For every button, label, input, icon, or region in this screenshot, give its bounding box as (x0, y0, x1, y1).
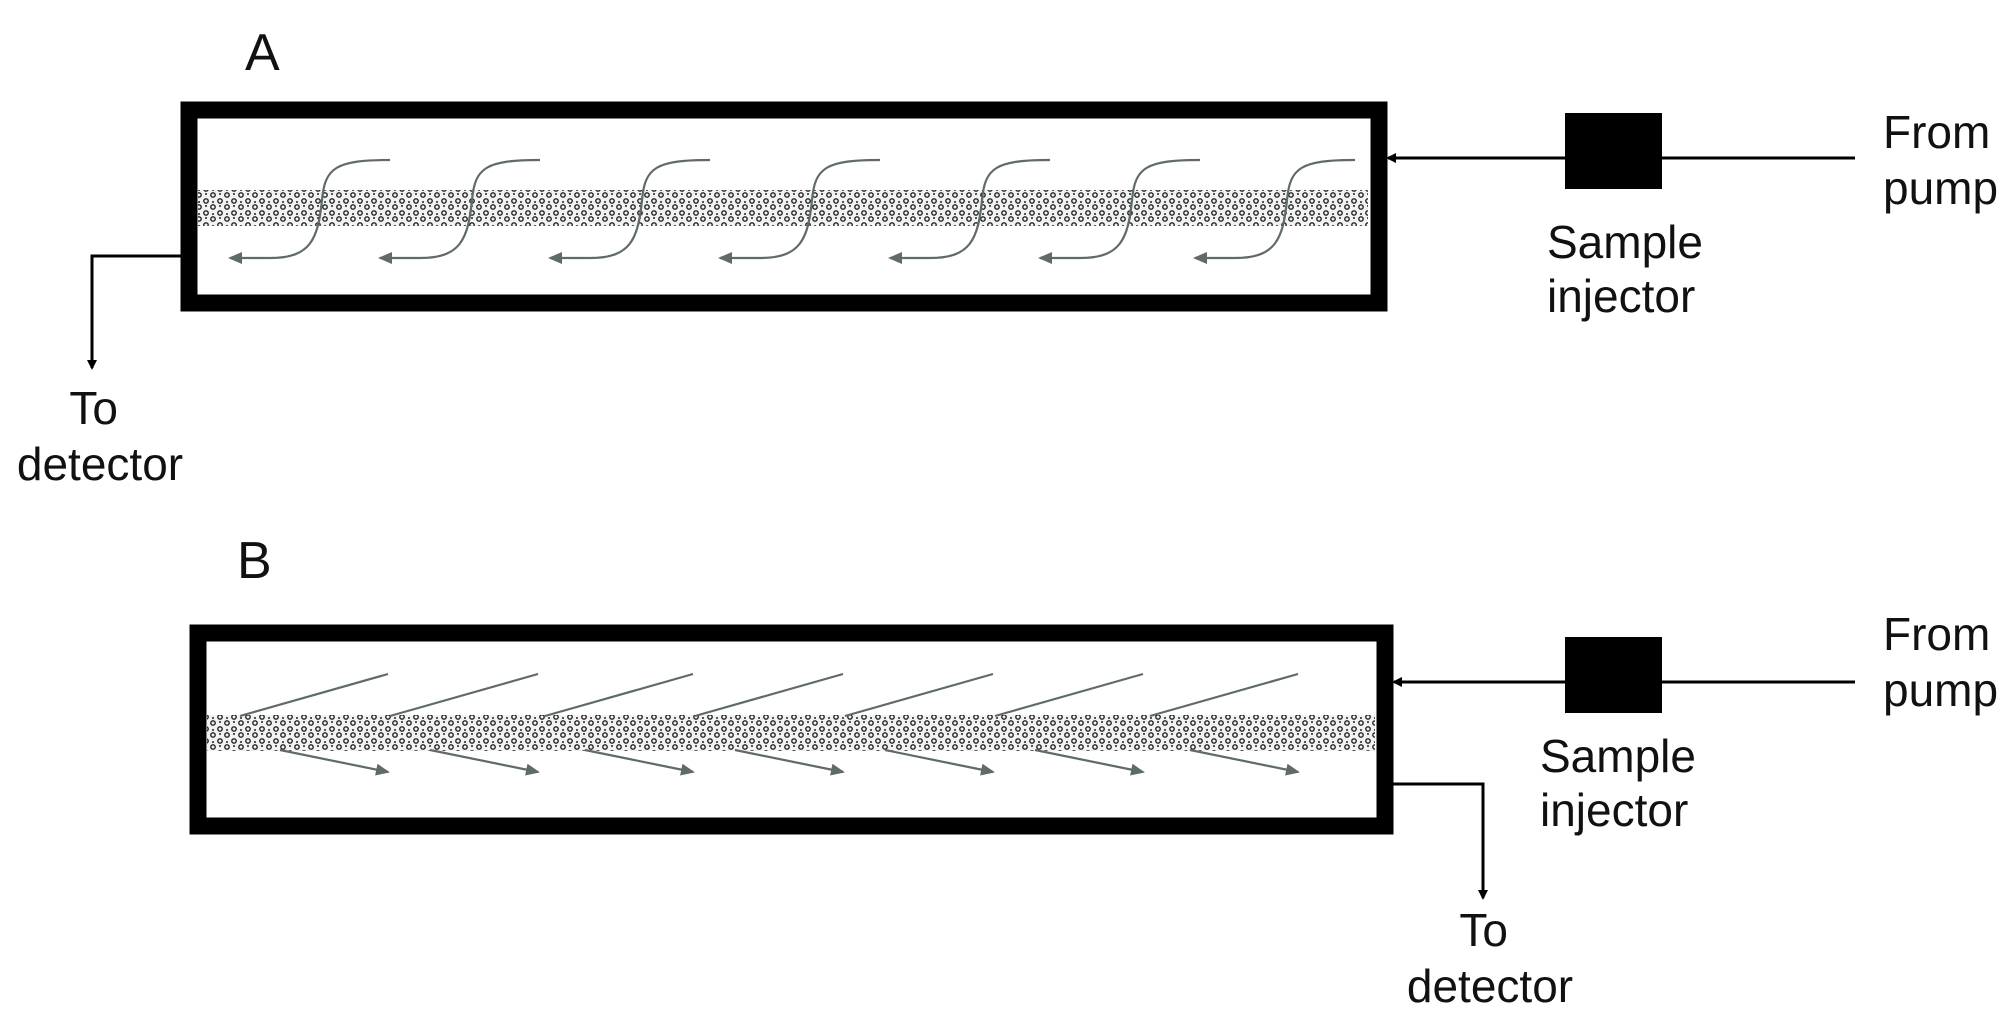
flow-stream-b-upper (544, 672, 694, 718)
flow-arrows-a (228, 158, 1356, 264)
flow-stream-b-upper (389, 672, 539, 718)
flow-stream-a (888, 158, 1051, 264)
outlet-line-b (1393, 782, 1488, 900)
panel-a: A Sample injector From pump To detector (17, 24, 2003, 490)
flow-stream-b-lower (734, 748, 845, 776)
flow-stream-b-upper (1149, 672, 1299, 718)
outlet-line-a (87, 254, 181, 370)
flow-stream-b-lower (1034, 748, 1145, 776)
panel-b: B Sample injector From pump To detector (189, 532, 2003, 1012)
sample-injector-a (1565, 113, 1662, 189)
flow-stream-b-upper (694, 672, 844, 718)
flow-stream-a (378, 158, 541, 264)
membrane-a (198, 190, 1368, 226)
detector-label-a: To detector (17, 382, 183, 490)
flow-stream-b-upper (844, 672, 994, 718)
panel-letter-a: A (245, 24, 280, 82)
sample-injector-b (1565, 637, 1662, 713)
flow-stream-b-upper (239, 672, 389, 718)
pump-label-b: From pump (1883, 608, 2003, 716)
flow-stream-b-lower (884, 748, 995, 776)
flow-stream-b-lower (1189, 748, 1300, 776)
flow-stream-a (1038, 158, 1201, 264)
flow-stream-a (228, 158, 391, 264)
flow-stream-b-lower (584, 748, 695, 776)
flow-stream-b-upper (994, 672, 1144, 718)
flow-stream-a (548, 158, 711, 264)
flow-stream-a (718, 158, 881, 264)
flow-stream-b-lower (279, 748, 390, 776)
injector-label-a: Sample injector (1547, 216, 1716, 322)
flow-stream-b-lower (429, 748, 540, 776)
panel-letter-b: B (237, 532, 272, 590)
membrane-b (207, 715, 1375, 751)
injector-label-b: Sample injector (1540, 730, 1709, 836)
flow-arrows-b (239, 672, 1300, 776)
flow-stream-a (1193, 158, 1356, 264)
pump-label-a: From pump (1883, 106, 2003, 214)
detector-label-b: To detector (1407, 904, 1573, 1012)
